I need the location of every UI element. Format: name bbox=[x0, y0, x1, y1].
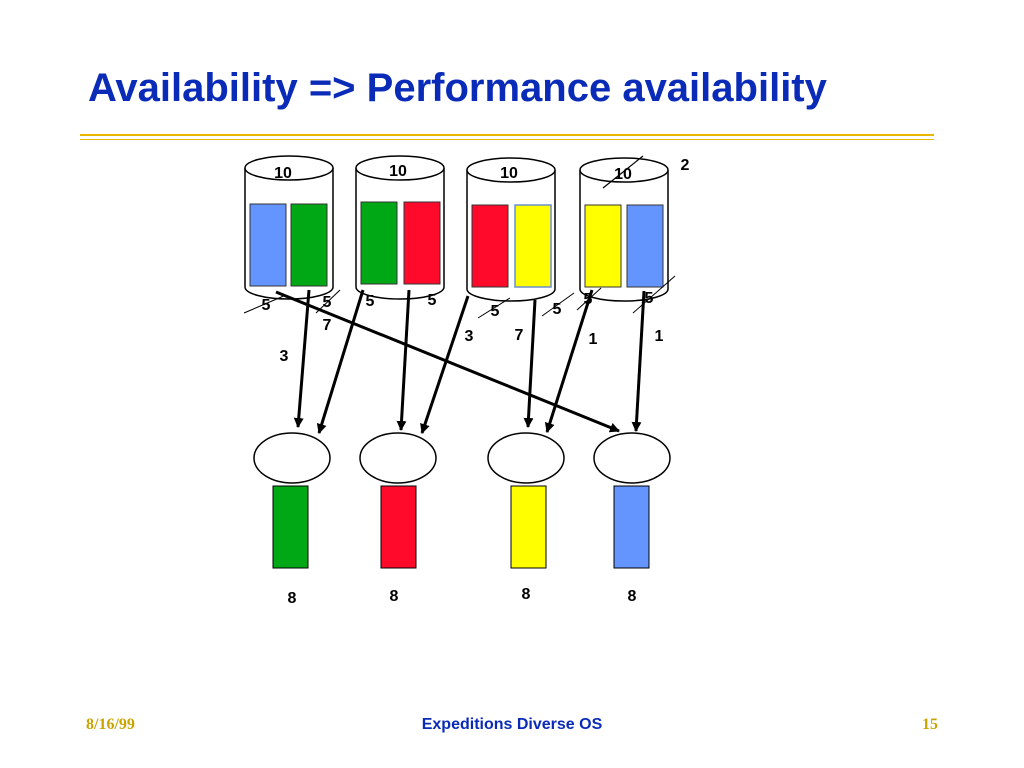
client-4-demand: 8 bbox=[628, 588, 637, 605]
title-divider bbox=[80, 134, 934, 136]
client-1: 8 bbox=[253, 432, 331, 607]
stream-6-new-label: 7 bbox=[515, 327, 524, 344]
disk-3-block-1 bbox=[471, 204, 509, 288]
stream-6-label: 5 bbox=[553, 301, 562, 318]
client-3: 8 bbox=[487, 432, 565, 603]
client-1-node bbox=[253, 432, 331, 484]
arrow-yellow-to-client-3 bbox=[523, 299, 537, 428]
disk-2: 10 bbox=[355, 155, 445, 300]
stream-1-strike bbox=[243, 294, 287, 314]
client-3-demand: 8 bbox=[522, 586, 531, 603]
disk-1: 10 bbox=[244, 155, 334, 300]
stream-5-strike bbox=[477, 297, 511, 319]
arrow-blue-to-client-4b bbox=[631, 290, 646, 432]
arrow-red-to-client-2b bbox=[420, 295, 470, 434]
stream-2-new-label: 7 bbox=[323, 317, 332, 334]
client-2-node bbox=[359, 432, 437, 484]
stream-8-strike bbox=[632, 275, 676, 314]
disk-2-capacity: 10 bbox=[389, 163, 407, 180]
disk-4: 10 2 bbox=[579, 155, 690, 302]
stream-3-label: 5 bbox=[366, 293, 375, 310]
client-2-buffer bbox=[380, 485, 417, 569]
stream-5-label: 5 bbox=[491, 303, 500, 320]
arrow-green-to-client-1 bbox=[293, 289, 311, 428]
disk-3: 10 bbox=[466, 157, 556, 302]
stream-arrows bbox=[275, 289, 646, 434]
arrow-green-to-client-1b bbox=[316, 289, 365, 434]
disk-4-block-2 bbox=[626, 204, 664, 288]
disk-1-block-1 bbox=[249, 203, 287, 287]
client-1-demand: 8 bbox=[288, 590, 297, 607]
arrow-yellow-to-client-3b bbox=[544, 289, 594, 433]
stream-5-new-label: 3 bbox=[465, 328, 474, 345]
disk-4-capacity-strike bbox=[602, 155, 644, 189]
disk-2-block-2 bbox=[403, 201, 441, 285]
disk-2-block-1 bbox=[360, 201, 398, 285]
slide-title: Availability => Performance availability bbox=[88, 66, 827, 110]
stream-8-new-label: 1 bbox=[655, 328, 664, 345]
disk-4-capacity: 10 bbox=[614, 166, 632, 183]
disk-4-block-1 bbox=[584, 204, 622, 288]
disk-3-block-2 bbox=[514, 204, 552, 288]
client-4-buffer bbox=[613, 485, 650, 569]
footer-date: 8/16/99 bbox=[86, 716, 135, 733]
diagram: 10 10 10 10 2 5 3 5 7 5 5 5 bbox=[243, 155, 690, 607]
title-divider-thin bbox=[80, 139, 934, 140]
client-4: 8 bbox=[593, 432, 671, 605]
client-2: 8 bbox=[359, 432, 437, 605]
stream-7-new-label: 1 bbox=[589, 331, 598, 348]
stream-4-label: 5 bbox=[428, 292, 437, 309]
client-3-buffer bbox=[510, 485, 547, 569]
client-1-buffer bbox=[272, 485, 309, 569]
client-2-demand: 8 bbox=[390, 588, 399, 605]
arrow-red-to-client-2 bbox=[396, 289, 411, 431]
disk-3-capacity: 10 bbox=[500, 165, 518, 182]
client-4-node bbox=[593, 432, 671, 484]
client-3-node bbox=[487, 432, 565, 484]
stream-6-strike bbox=[541, 292, 575, 317]
footer-presentation-title: Expeditions Diverse OS bbox=[421, 716, 603, 733]
stream-1-new-label: 3 bbox=[280, 348, 289, 365]
stream-1-label: 5 bbox=[262, 297, 271, 314]
disk-1-block-2 bbox=[290, 203, 328, 287]
disk-1-capacity: 10 bbox=[274, 165, 292, 182]
disk-4-new-capacity: 2 bbox=[681, 157, 690, 174]
footer-page-number: 15 bbox=[922, 716, 938, 733]
